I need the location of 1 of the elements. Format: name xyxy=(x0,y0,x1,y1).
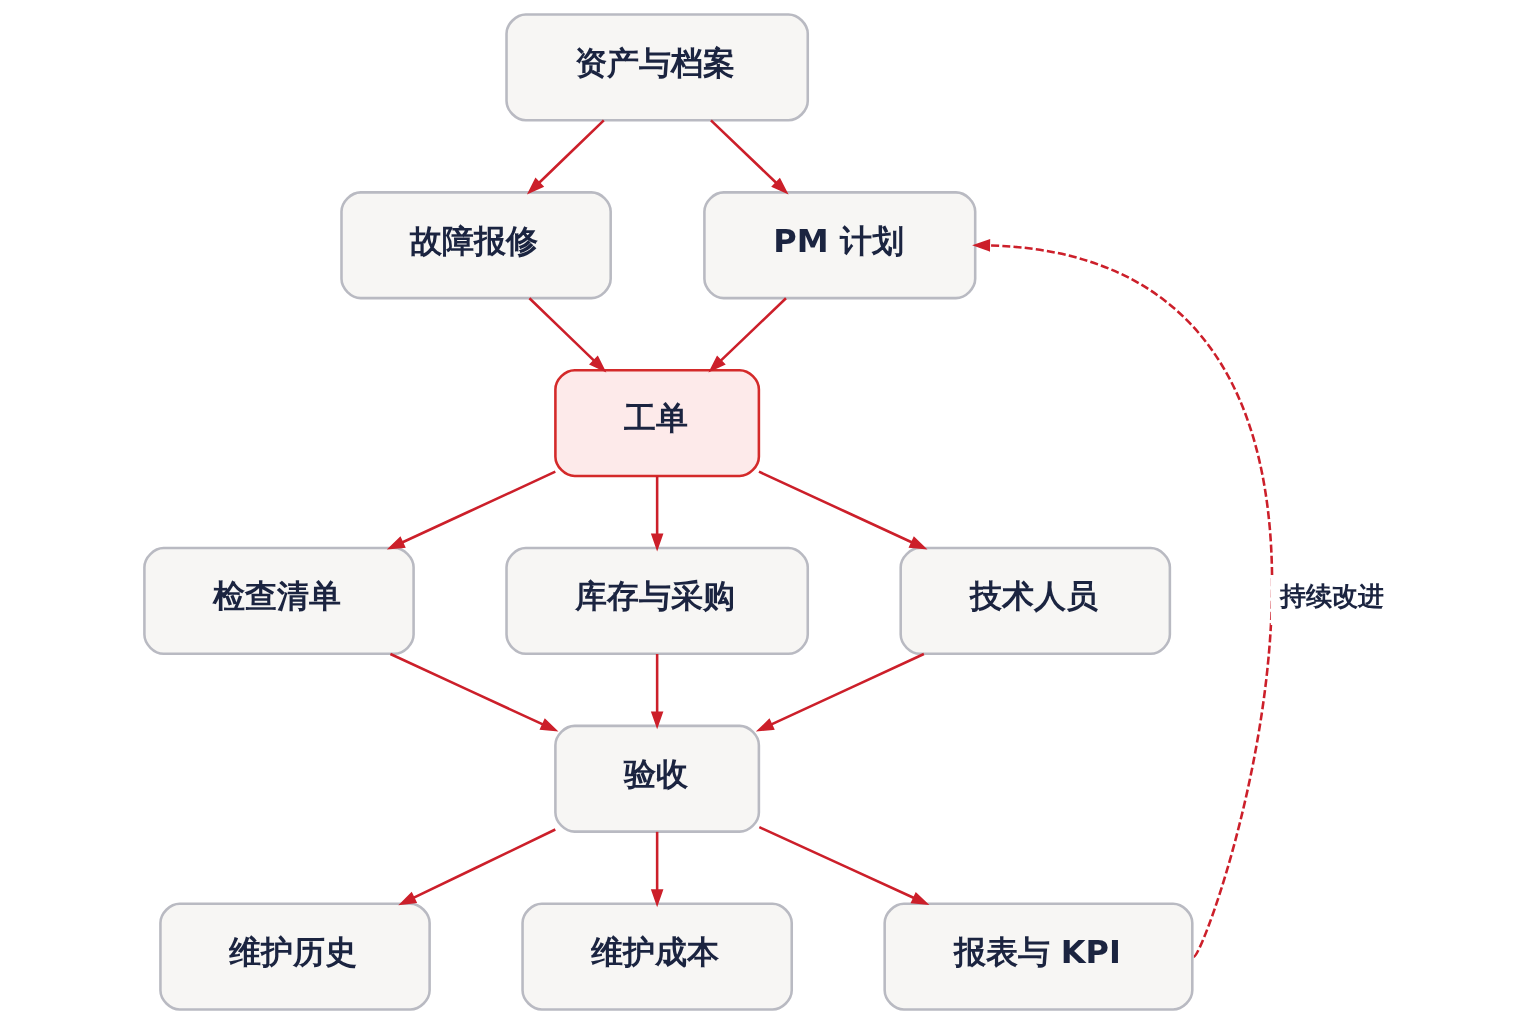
edge-label: 持续改进 xyxy=(1279,581,1384,612)
